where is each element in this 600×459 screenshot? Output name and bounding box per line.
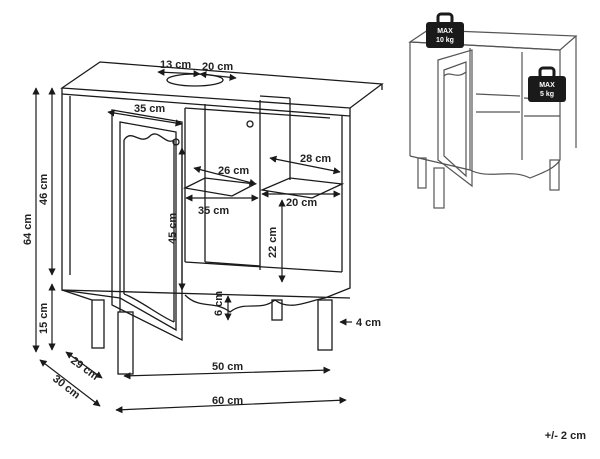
label-45: 45 cm — [167, 213, 179, 244]
dim-line-60 — [115, 396, 347, 414]
dim-line-20-top — [199, 71, 237, 81]
load-shelf-value: 5 kg — [540, 91, 554, 98]
load-top-label: MAX — [437, 28, 453, 35]
label-50: 50 cm — [212, 361, 243, 373]
label-30: 30 cm — [50, 373, 82, 402]
load-badge-top: MAX 10 kg — [426, 12, 464, 48]
dim-line-50 — [123, 366, 331, 380]
label-26: 26 cm — [218, 165, 249, 177]
leg-back-left — [91, 299, 105, 349]
main-cabinet — [60, 61, 384, 375]
right-shelf — [259, 177, 345, 199]
preview-cabinet — [408, 29, 578, 209]
label-4: 4 cm — [356, 317, 381, 329]
dim-line-30 — [39, 359, 101, 407]
load-badge-shelf: MAX 5 kg — [528, 66, 566, 102]
label-64: 64 cm — [22, 214, 34, 245]
hinge-knob — [246, 120, 254, 128]
label-15: 15 cm — [38, 303, 50, 334]
dim-line-26 — [193, 166, 257, 186]
label-20-top: 20 cm — [202, 61, 233, 73]
leg-mid — [271, 299, 283, 321]
label-60: 60 cm — [212, 395, 243, 407]
dim-line-35-door — [107, 109, 183, 127]
dim-line-28 — [269, 155, 341, 175]
leg-front-right — [317, 299, 333, 351]
load-shelf-label: MAX — [539, 82, 555, 89]
front-apron — [61, 272, 351, 313]
leg-front-left — [117, 311, 134, 375]
label-22: 22 cm — [267, 227, 279, 258]
label-35-door: 35 cm — [134, 103, 165, 115]
load-top-value: 10 kg — [436, 37, 454, 44]
dim-line-13 — [157, 68, 201, 78]
dimension-lines — [32, 68, 347, 414]
tolerance-note: +/- 2 cm — [544, 430, 586, 442]
cabinet-door — [111, 109, 254, 342]
label-29: 29 cm — [68, 355, 100, 383]
dimension-labels: 13 cm 20 cm 35 cm 46 cm 64 cm 26 cm 28 c… — [22, 59, 381, 407]
label-20-shelf: 20 cm — [286, 197, 317, 209]
label-46: 46 cm — [38, 174, 50, 205]
label-28: 28 cm — [300, 153, 331, 165]
label-35-shelf: 35 cm — [198, 205, 229, 217]
label-6: 6 cm — [213, 291, 225, 316]
door-knob — [172, 138, 180, 146]
label-13: 13 cm — [160, 59, 191, 71]
